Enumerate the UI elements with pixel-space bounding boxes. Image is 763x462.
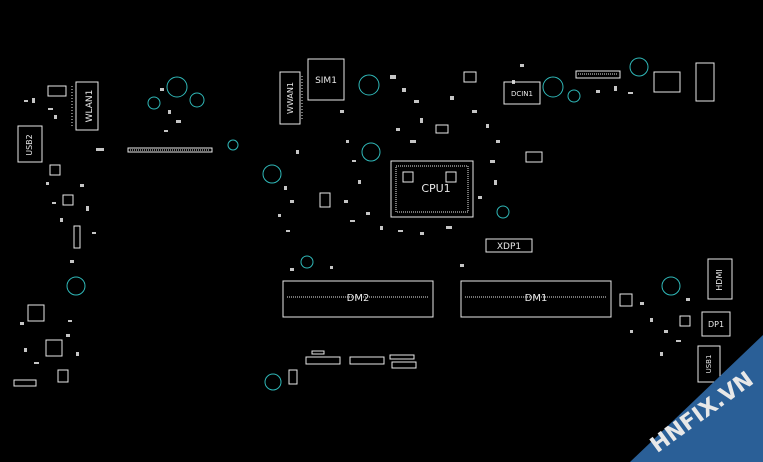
xdp1-connector: XDP1 [485, 238, 533, 253]
dp1-connector: DP1 [701, 311, 731, 337]
dp1-label: DP1 [708, 320, 724, 329]
dimm-slot-dm1: DM1 [460, 280, 612, 318]
wlan-connector: WLAN1 [71, 81, 99, 131]
xdp1-label: XDP1 [497, 242, 521, 252]
dm1-label: DM1 [525, 293, 548, 304]
sim-slot: SIM1 [307, 58, 345, 101]
wwan-connector: WWAN1 [279, 71, 303, 125]
dcin-label: DCIN1 [511, 90, 533, 98]
mounting-holes [66, 57, 681, 391]
cpu-label: CPU1 [421, 182, 450, 195]
watermark-triangle [630, 335, 763, 462]
dm2-label: DM2 [347, 293, 370, 304]
usb2-port: USB2 [17, 125, 43, 163]
hdmi-label: HDMI [715, 269, 724, 290]
usb2-label: USB2 [25, 134, 34, 156]
bottom-connectors [288, 350, 417, 385]
dcin-connector: DCIN1 [503, 81, 541, 105]
wwan-label: WWAN1 [286, 82, 295, 114]
usb1-label: USB1 [705, 355, 713, 374]
left-components [13, 85, 81, 387]
wlan-label: WLAN1 [85, 90, 95, 123]
passive-components [20, 64, 690, 364]
hdmi-port: HDMI [707, 258, 733, 300]
top-right-connectors [575, 62, 715, 102]
usb1-port: USB1 [697, 345, 721, 383]
sim-label: SIM1 [315, 76, 337, 86]
cpu-package: CPU1 [390, 160, 474, 218]
right-components [319, 71, 691, 327]
flex-connector [127, 147, 213, 153]
dimm-slot-dm2: DM2 [282, 280, 434, 318]
